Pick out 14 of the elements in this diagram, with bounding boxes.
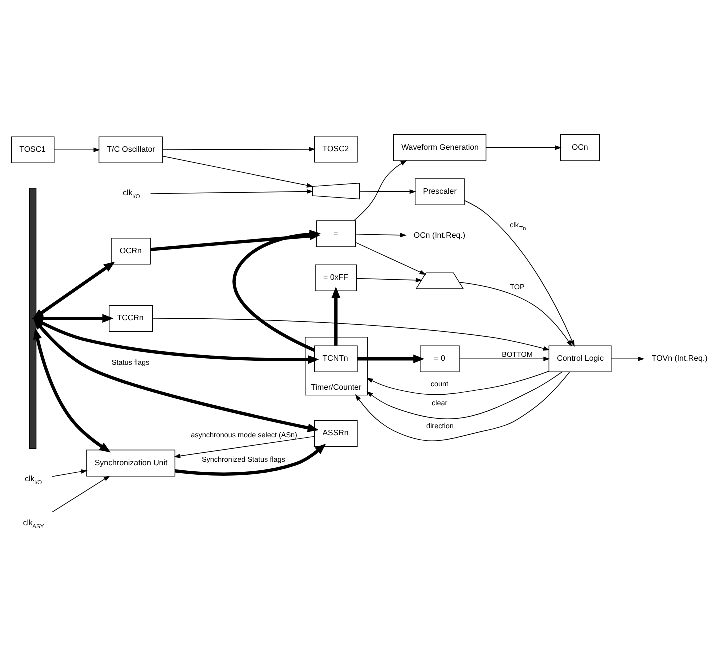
edge-label: direction xyxy=(426,422,454,431)
node-text: clk$_{ASY}$ xyxy=(23,518,44,530)
node-text: clk$_{I/O}$ xyxy=(25,474,42,486)
edge-label: Synchronized Status flags xyxy=(202,454,286,464)
node-text: OCn (Int.Req.) xyxy=(414,231,466,240)
node-text: TOVn (Int.Req.) xyxy=(652,354,708,364)
edge-label: clear xyxy=(432,398,448,408)
edge-label: asynchronous mode select (ASn) xyxy=(191,430,298,440)
edge-label: TOP xyxy=(510,282,525,292)
edge-label: Status flags xyxy=(112,358,150,367)
node-text: clk$_{I/O}$ xyxy=(123,188,140,201)
edge-label: count xyxy=(430,380,449,389)
edge-label: BOTTOM xyxy=(502,350,533,359)
edge-label: clk$_{Tn}$ xyxy=(510,220,526,232)
